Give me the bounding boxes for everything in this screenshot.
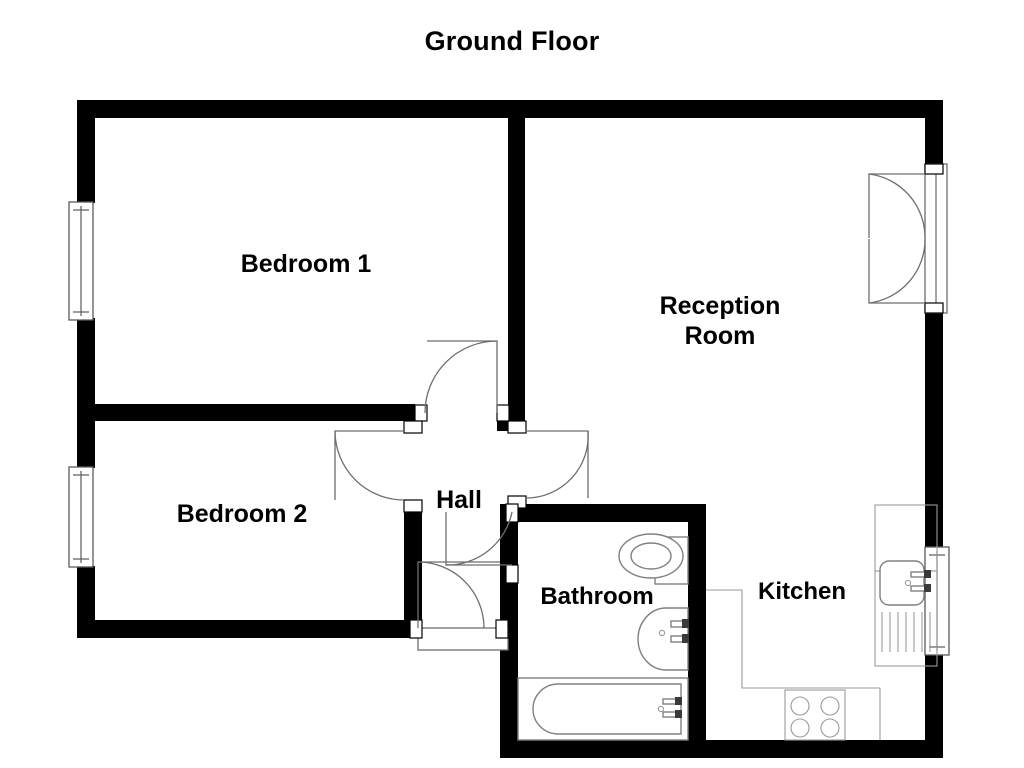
kitchen-sink-fixture (879, 560, 931, 606)
bath-tap-head-1 (675, 697, 682, 705)
door-bathroom[interactable] (445, 503, 519, 584)
window-bedroom-2 (68, 466, 94, 568)
door-bedroom-2[interactable] (334, 420, 423, 513)
basin-tap-head-2 (682, 634, 689, 643)
wall-hall-east-lower (516, 504, 706, 522)
sink-tap-head-1 (924, 570, 931, 578)
room-label-bedroom-2: Bedroom 2 (177, 500, 308, 528)
wall-left-exterior-middle (77, 318, 95, 468)
entrance-door[interactable] (409, 561, 509, 651)
wall-kitchen-south (500, 740, 943, 758)
kitchen-draining-board (881, 612, 931, 652)
basin-tap-head-1 (682, 619, 689, 628)
wall-right-exterior-top (925, 100, 943, 164)
wall-bathroom-east (688, 504, 706, 748)
room-label-bathroom: Bathroom (540, 583, 653, 610)
bathroom-fixtures (517, 533, 689, 741)
sink-tap-head-2 (924, 584, 931, 592)
bath-tub-fixture (517, 677, 689, 741)
room-label-group: Bedroom 1 Bedroom 2 Reception Room Hall … (177, 250, 846, 610)
window-bedroom-1 (68, 201, 94, 321)
wall-bedroom2-south (77, 620, 422, 638)
door-reception-room[interactable] (507, 420, 589, 509)
internal-door-group (334, 340, 589, 651)
door-bedroom-1[interactable] (414, 340, 510, 422)
wash-basin-fixture (637, 607, 689, 671)
wall-hall-west (404, 512, 422, 638)
room-label-reception-room: Reception Room (660, 292, 781, 350)
toilet-fixture (618, 533, 689, 585)
wall-right-exterior-lower (925, 655, 943, 748)
wall-between-bedrooms (95, 404, 415, 421)
room-label-bedroom-1: Bedroom 1 (241, 250, 372, 278)
wall-left-exterior-upper (77, 100, 95, 203)
kitchen-hob-fixture (784, 689, 846, 741)
kitchen-fixtures (706, 504, 938, 741)
wall-right-exterior-middle (925, 313, 943, 547)
room-label-hall: Hall (436, 486, 482, 514)
svg-text:Room: Room (685, 322, 756, 350)
page-title: Ground Floor (424, 26, 600, 56)
wall-divider-bedroom1-reception (508, 100, 525, 431)
svg-text:Reception: Reception (660, 292, 781, 320)
french-doors-reception[interactable] (868, 163, 948, 314)
bath-tap-head-2 (675, 710, 682, 718)
room-label-kitchen: Kitchen (758, 578, 846, 605)
